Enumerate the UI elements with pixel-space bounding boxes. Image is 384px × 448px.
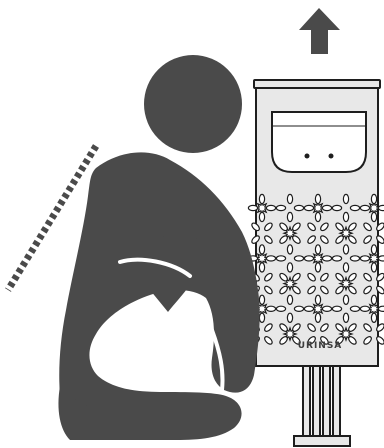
- pattern-petal: [332, 306, 341, 311]
- pattern-petal: [259, 245, 264, 254]
- pattern-petal: [259, 313, 264, 322]
- pattern-petal: [315, 263, 320, 272]
- pattern-petal: [371, 263, 376, 272]
- pattern-petal: [315, 295, 320, 304]
- pattern-petal: [360, 306, 369, 311]
- pattern-petal: [371, 295, 376, 304]
- pattern-petal: [371, 313, 376, 322]
- pattern-petal: [343, 245, 348, 254]
- pattern-petal: [294, 205, 303, 210]
- device-stand: [294, 364, 350, 446]
- pattern-petal: [259, 194, 264, 203]
- pattern-petal: [378, 306, 384, 311]
- pattern-petal: [259, 295, 264, 304]
- pattern-petal: [343, 212, 348, 221]
- pattern-petal: [350, 306, 359, 311]
- pattern-petal: [304, 306, 313, 311]
- pattern-petal: [276, 306, 285, 311]
- pattern-petal: [276, 256, 285, 261]
- pattern-petal: [287, 194, 292, 203]
- pattern-petal: [276, 205, 285, 210]
- pattern-petal: [287, 212, 292, 221]
- pattern-petal: [315, 245, 320, 254]
- pattern-petal: [259, 263, 264, 272]
- brand-label: URINSA: [298, 341, 343, 351]
- pattern-petal: [378, 205, 384, 210]
- pattern-petal: [322, 205, 331, 210]
- pattern-petal: [322, 256, 331, 261]
- pattern-petal: [304, 205, 313, 210]
- pattern-petal: [294, 306, 303, 311]
- pattern-petal: [378, 256, 384, 261]
- pattern-petal: [360, 256, 369, 261]
- pattern-petal: [371, 212, 376, 221]
- pattern-petal: [350, 205, 359, 210]
- pattern-petal: [294, 256, 303, 261]
- pattern-petal: [266, 306, 275, 311]
- pattern-petal: [332, 256, 341, 261]
- arrow-up-icon: [299, 8, 340, 54]
- pattern-petal: [315, 194, 320, 203]
- pattern-petal: [287, 313, 292, 322]
- pattern-petal: [332, 205, 341, 210]
- pattern-petal: [343, 313, 348, 322]
- pattern-petal: [287, 245, 292, 254]
- pattern-petal: [360, 205, 369, 210]
- pattern-petal: [343, 295, 348, 304]
- pattern-petal: [287, 295, 292, 304]
- pattern-petal: [287, 263, 292, 272]
- pattern-petal: [315, 313, 320, 322]
- pattern-petal: [248, 205, 257, 210]
- pattern-petal: [322, 306, 331, 311]
- pattern-petal: [343, 263, 348, 272]
- pattern-petal: [371, 194, 376, 203]
- pattern-petal: [259, 212, 264, 221]
- urinal-device-icon: URINSA: [248, 80, 384, 366]
- crouching-person-icon: [58, 55, 259, 440]
- pattern-petal: [343, 194, 348, 203]
- pattern-petal: [315, 212, 320, 221]
- pattern-petal: [371, 245, 376, 254]
- pattern-petal: [266, 256, 275, 261]
- pattern-petal: [304, 256, 313, 261]
- pattern-petal: [350, 256, 359, 261]
- pattern-petal: [266, 205, 275, 210]
